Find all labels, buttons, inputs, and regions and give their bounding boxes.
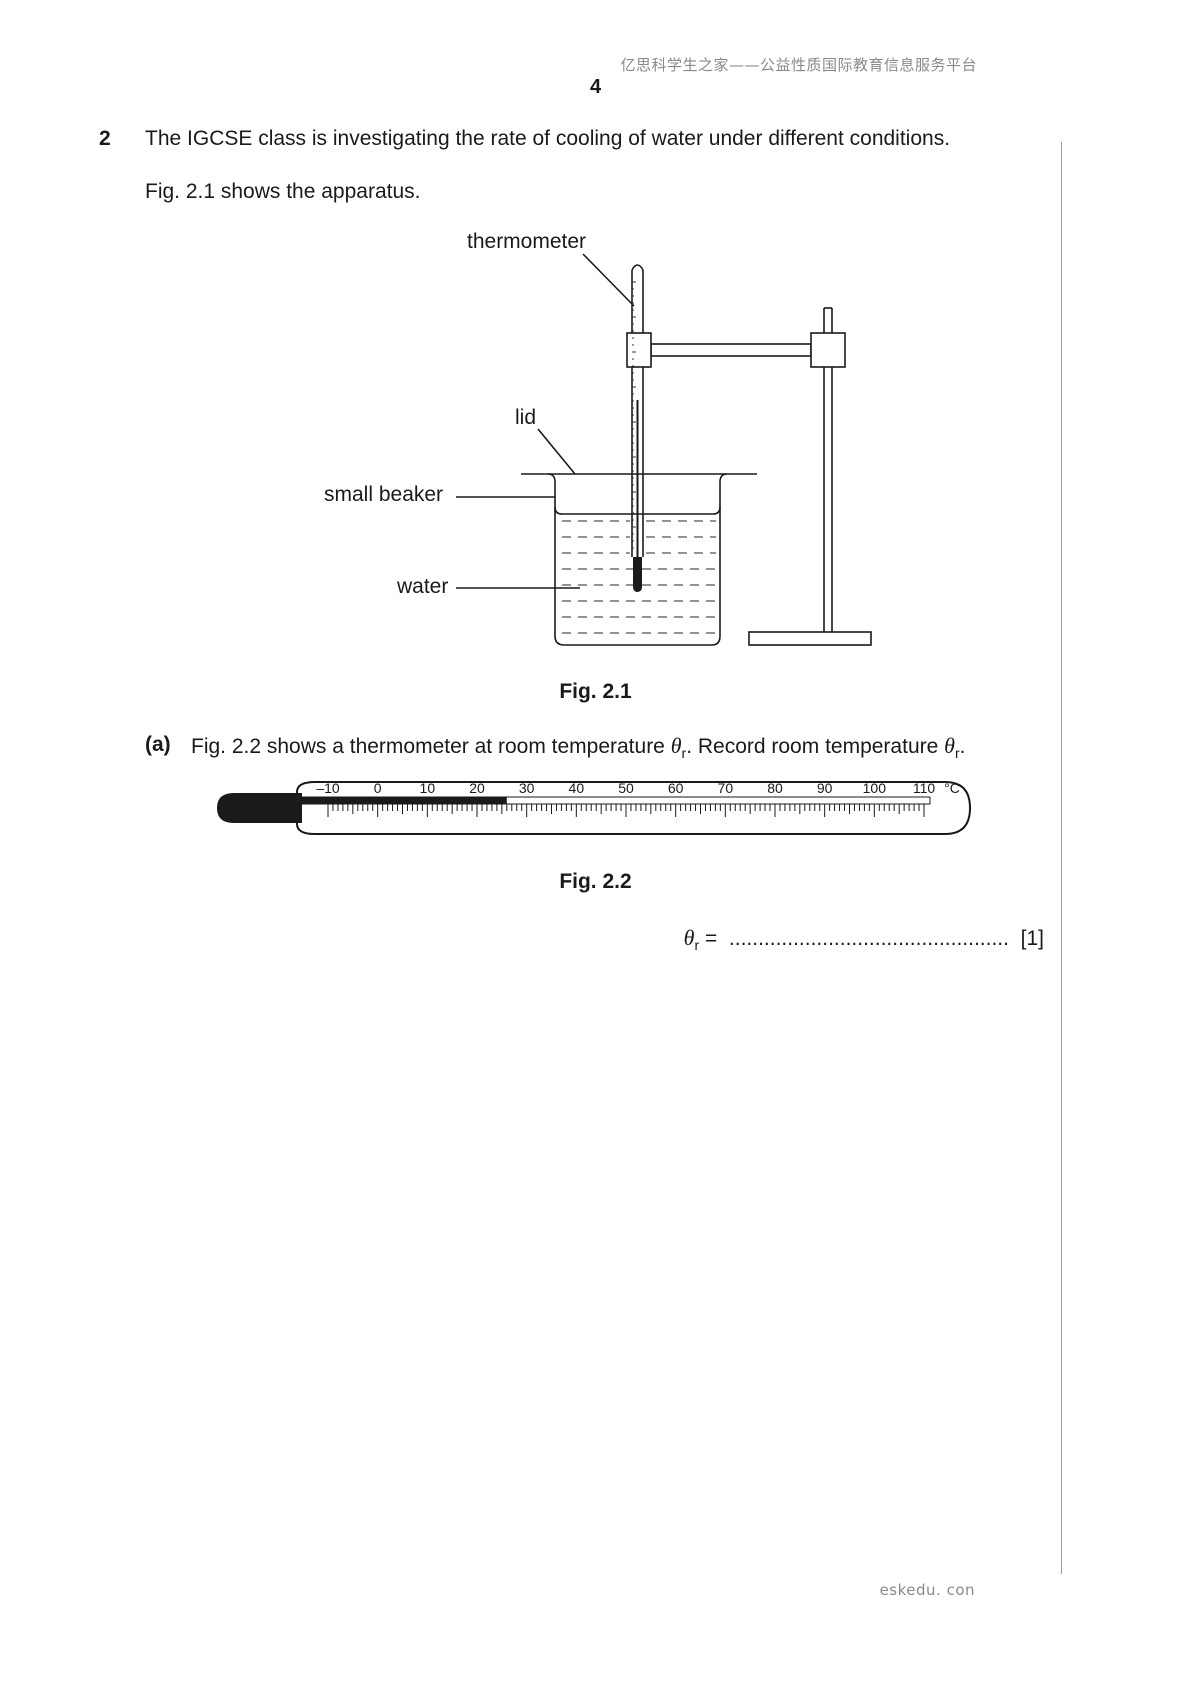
apparatus-diagram bbox=[456, 253, 872, 646]
scale-label: –10 bbox=[316, 780, 340, 796]
figure-intro: Fig. 2.1 shows the apparatus. bbox=[145, 180, 421, 203]
label-thermometer: thermometer bbox=[467, 230, 587, 253]
thermometer-scale-figure: –10 0 10 20 30 40 50 60 70 80 90 100 110 °C bbox=[217, 780, 972, 835]
part-a-text: Fig. 2.2 shows a thermometer at room tem… bbox=[191, 733, 966, 762]
answer-line[interactable]: θr = ...................................… bbox=[683, 925, 1044, 954]
margin-line bbox=[1061, 142, 1062, 1574]
lid-leader bbox=[537, 428, 576, 475]
part-a-label: (a) bbox=[145, 733, 171, 756]
scale-unit: °C bbox=[944, 780, 960, 796]
question-intro: The IGCSE class is investigating the rat… bbox=[145, 127, 951, 150]
theta-symbol: θ bbox=[670, 733, 682, 758]
footer-watermark: eskedu. con bbox=[879, 1581, 975, 1599]
scale-label: 50 bbox=[618, 780, 634, 796]
page-number: 4 bbox=[589, 76, 602, 98]
scale-label: 70 bbox=[718, 780, 734, 796]
theta-symbol: θ bbox=[944, 733, 955, 758]
scale-label: 10 bbox=[420, 780, 436, 796]
scale-label: 20 bbox=[469, 780, 485, 796]
figure-2-2-caption: Fig. 2.2 bbox=[559, 870, 632, 893]
theta-symbol: θ bbox=[683, 925, 695, 950]
scale-label: 0 bbox=[374, 780, 382, 796]
marks: [1] bbox=[1020, 927, 1044, 950]
boss-head bbox=[810, 332, 846, 368]
label-water: water bbox=[397, 575, 449, 598]
mercury-column bbox=[300, 797, 507, 804]
scale-label: 100 bbox=[863, 780, 887, 796]
scale-label: 60 bbox=[668, 780, 684, 796]
scale-label: 90 bbox=[817, 780, 833, 796]
thermometer-bulb bbox=[217, 793, 302, 823]
answer-dots[interactable]: ........................................… bbox=[728, 927, 1009, 950]
clamp-boss-left bbox=[626, 332, 652, 368]
figure-2-1-caption: Fig. 2.1 bbox=[559, 680, 632, 703]
thermometer-body bbox=[296, 781, 972, 835]
thermometer-bulb bbox=[633, 560, 642, 592]
scale-label: 110 bbox=[913, 780, 936, 796]
scale-label: 80 bbox=[767, 780, 783, 796]
clamp-arm bbox=[650, 343, 812, 357]
stand-base bbox=[748, 631, 872, 646]
beaker-outline bbox=[547, 473, 728, 646]
header-watermark: 亿思科学生之家——公益性质国际教育信息服务平台 bbox=[620, 56, 977, 74]
label-lid: lid bbox=[515, 406, 537, 429]
scale-label: 30 bbox=[519, 780, 535, 796]
label-small-beaker: small beaker bbox=[324, 483, 444, 506]
scale-label: 40 bbox=[569, 780, 585, 796]
question-number: 2 bbox=[99, 127, 111, 150]
thermometer-leader bbox=[582, 253, 635, 307]
